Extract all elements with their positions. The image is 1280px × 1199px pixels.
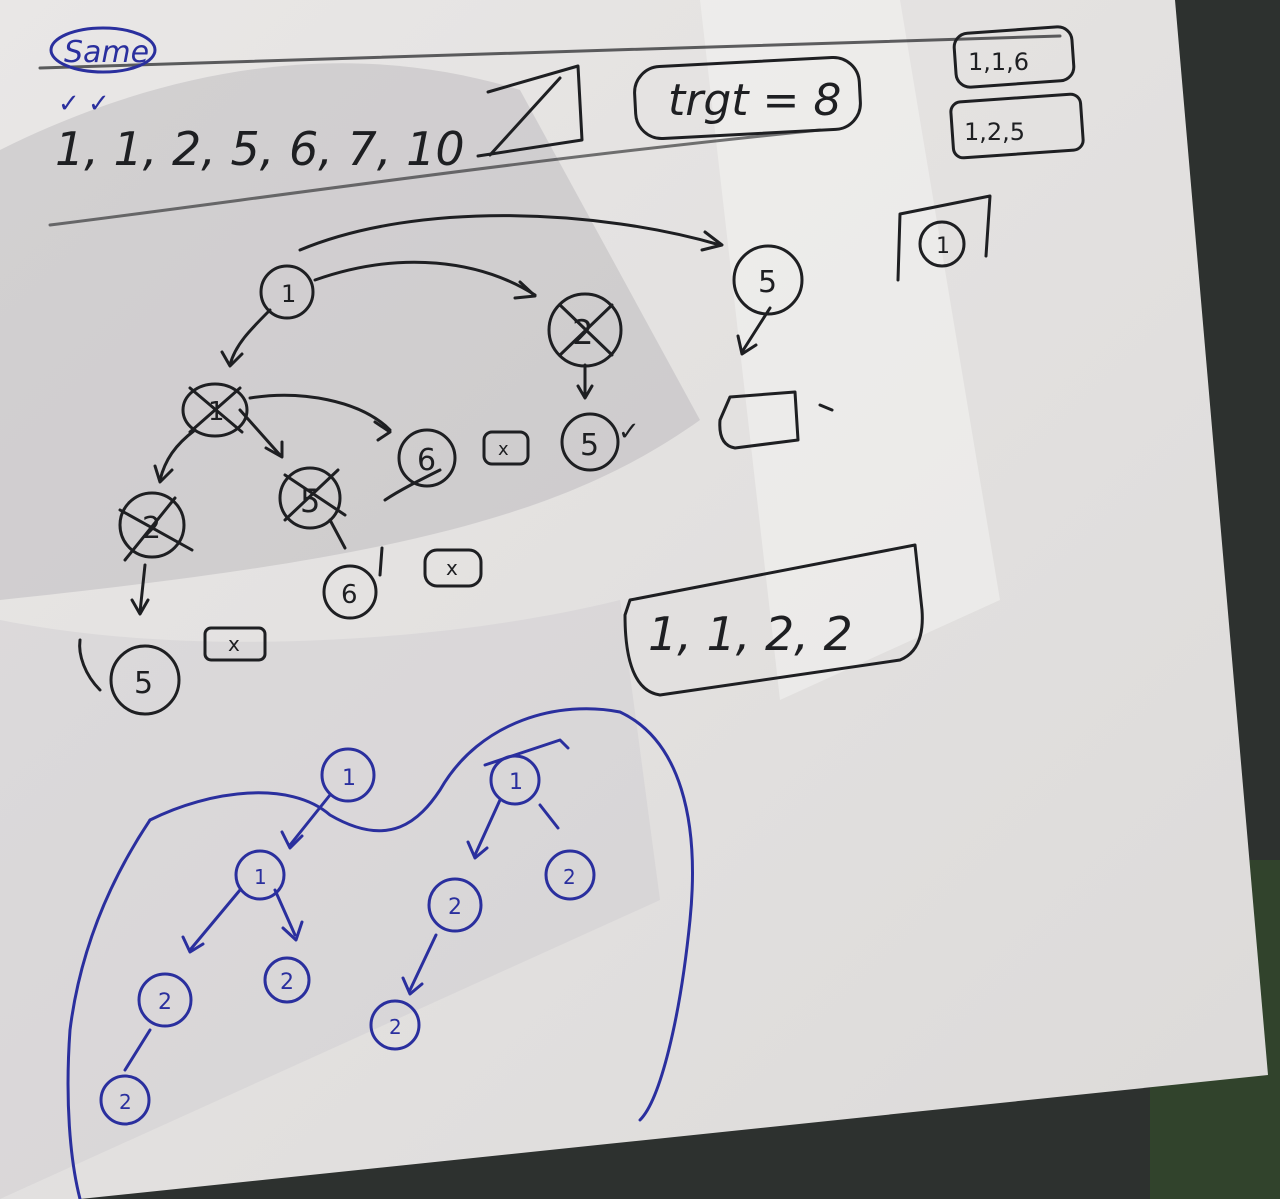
blue-tree: 1 1 2 2 2 1 2 2 — [66, 707, 694, 1199]
x-box-1: x — [482, 430, 530, 466]
target-text: trgt = 8 — [668, 75, 841, 126]
x-box-3: x — [203, 626, 267, 662]
node-5-crossed: 5 — [278, 466, 347, 530]
single-box: 1 — [896, 194, 992, 282]
arrow-2-down-2 — [138, 563, 147, 614]
check-line — [383, 468, 442, 502]
arrow-1-to-2 — [158, 428, 197, 482]
blue-node-b-root: 1 — [489, 754, 541, 806]
node-2-top-crossed: 2 — [547, 292, 623, 368]
blue-node-a-child: 1 — [234, 849, 286, 901]
shadow-band-lower — [0, 600, 660, 1199]
blue-node-b-left: 2 — [427, 877, 483, 933]
cross-out-icon — [283, 468, 347, 522]
svg-text:5: 5 — [134, 666, 153, 701]
cross-out-icon — [118, 496, 194, 562]
blue-node-a-left: 2 — [137, 972, 193, 1028]
x-box-2: x — [423, 548, 483, 588]
cross-out-icon — [558, 303, 614, 357]
sequence-text: 1, 1, 2, 5, 6, 7, 10 — [55, 122, 465, 176]
check-marks: ✓ ✓ — [58, 89, 110, 119]
svg-text:6: 6 — [417, 443, 436, 478]
arrow-1-to-6 — [248, 393, 392, 432]
cross-box — [476, 64, 584, 158]
node-5-top: 5 — [732, 244, 804, 316]
ruled-line-top — [38, 34, 1062, 70]
combo-2: 1,2,5 — [964, 118, 1025, 146]
arrow-5-to-6 — [328, 518, 347, 550]
arrow-root-to-5 — [298, 214, 722, 252]
blue-node-b-right: 2 — [544, 849, 596, 901]
bottom-result-box: 1, 1, 2, 2 — [623, 543, 924, 697]
arrow-back-up — [378, 546, 384, 577]
blue-enclosure-left — [66, 818, 152, 1199]
svg-text:1, 1, 2, 2: 1, 1, 2, 2 — [648, 607, 853, 661]
svg-text:1: 1 — [254, 865, 267, 889]
blue-node-b-leaf: 2 — [369, 999, 421, 1051]
check-icon: ✓ — [618, 417, 640, 447]
node-5-mid: 5 ✓ — [560, 412, 640, 472]
svg-text:x: x — [446, 556, 458, 580]
cross-out-icon — [188, 386, 244, 434]
svg-text:1: 1 — [281, 280, 296, 308]
shadow-band — [0, 63, 700, 600]
node-5-low: 5 — [109, 644, 181, 716]
result-combos: 1,1,6 1,2,5 — [949, 25, 1085, 160]
svg-text:2: 2 — [119, 1090, 132, 1114]
single-value: 1 — [936, 234, 950, 259]
svg-text:1: 1 — [509, 770, 523, 795]
svg-text:2: 2 — [448, 895, 462, 920]
svg-text:6: 6 — [341, 580, 358, 610]
arrow-root-down — [228, 308, 272, 367]
cross-out-icon — [488, 76, 562, 157]
svg-text:5: 5 — [580, 428, 599, 463]
node-1-crossed: 1 — [181, 382, 249, 438]
blue-enclosure — [148, 707, 694, 1122]
node-6-b: 6 — [322, 564, 378, 620]
svg-text:2: 2 — [158, 990, 172, 1015]
node-root: 1 — [259, 264, 315, 320]
svg-text:5: 5 — [758, 265, 777, 300]
blue-node-a-leaf: 2 — [99, 1074, 151, 1126]
ruled-line-mid — [48, 128, 822, 227]
combo-1: 1,1,6 — [968, 48, 1029, 76]
number-sequence: 1, 1, 2, 5, 6, 7, 10 — [55, 64, 584, 176]
same-label: Same — [64, 35, 149, 70]
blue-node-a-root: 1 — [320, 747, 376, 803]
blue-node-a-right: 2 — [263, 956, 311, 1004]
svg-text:1: 1 — [342, 766, 356, 791]
svg-text:2: 2 — [563, 865, 576, 889]
light-band — [700, 0, 1000, 700]
node-2-crossed: 2 — [118, 491, 194, 562]
arrow-root-to-2 — [313, 260, 537, 297]
svg-text:2: 2 — [280, 970, 294, 995]
svg-text:x: x — [228, 632, 240, 656]
svg-text:x: x — [498, 439, 509, 460]
target-box: trgt = 8 — [633, 55, 862, 140]
same-note: Same ✓ ✓ — [49, 26, 157, 119]
node-6-a: 6 — [397, 428, 457, 488]
empty-box — [718, 390, 834, 450]
svg-text:2: 2 — [389, 1015, 402, 1039]
black-tree: 1 5 2 1 6 x 5 ✓ — [78, 214, 834, 716]
arrow-back-5 — [78, 638, 102, 692]
